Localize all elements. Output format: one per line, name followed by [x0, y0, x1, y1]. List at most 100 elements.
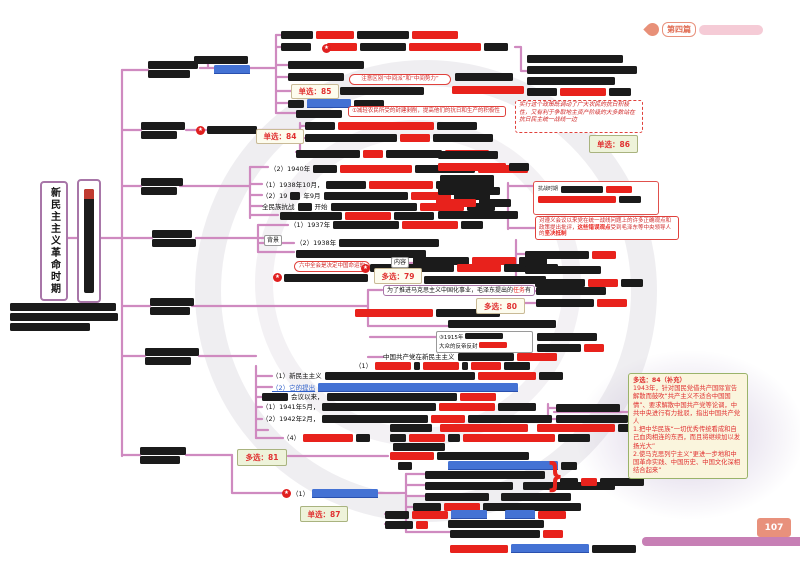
- redacted-text-bar: [140, 447, 186, 455]
- task-box: 为了推进马克思主义中国化事业，毛泽东提出的任务有: [383, 285, 536, 296]
- redacted-highlight-bar: [416, 521, 428, 529]
- redacted-text-bar: [385, 521, 413, 529]
- header-logo: 第四篇: [643, 20, 763, 39]
- redacted-text-bar: [288, 61, 364, 69]
- link-text[interactable]: （2）它的提出: [272, 383, 316, 392]
- content-row: [390, 424, 640, 432]
- redacted-link-bar[interactable]: [451, 510, 487, 519]
- redacted-text-bar: [262, 393, 288, 401]
- content-row: [425, 471, 545, 479]
- content-row: [140, 447, 186, 455]
- content-row: [525, 266, 601, 274]
- redacted-text-bar: [330, 203, 417, 211]
- visible-text: （1）1938年10月，: [262, 181, 324, 189]
- redacted-link-bar[interactable]: [307, 99, 351, 108]
- redacted-text-bar: [448, 520, 544, 528]
- content-row: 抗战时期: [538, 186, 633, 193]
- redacted-text-bar: [527, 66, 637, 74]
- star-badge-icon: ★: [196, 126, 205, 135]
- redacted-text-bar: [561, 186, 604, 193]
- redacted-link-bar[interactable]: [318, 383, 519, 392]
- redacted-highlight-bar: [303, 434, 354, 442]
- content-row: [413, 257, 547, 265]
- redacted-highlight-bar: [592, 251, 616, 259]
- content-row: [538, 196, 641, 203]
- redacted-text-bar: [340, 87, 424, 95]
- redacted-text-bar: [390, 424, 432, 432]
- redacted-highlight-bar: [355, 309, 433, 317]
- level2-node-redacted[interactable]: [77, 179, 101, 303]
- redacted-text-bar: [461, 221, 484, 229]
- redacted-text-bar: [504, 362, 531, 370]
- redacted-link-bar[interactable]: [312, 489, 379, 498]
- redacted-link-bar[interactable]: [505, 510, 535, 519]
- redacted-text-bar: [140, 456, 180, 464]
- content-row: [148, 70, 190, 78]
- question-badge: 多选：79: [374, 268, 422, 284]
- redacted-text-bar: [425, 471, 545, 479]
- content-row: 全民族抗战开始: [262, 203, 495, 211]
- content-row: （1）: [292, 489, 379, 498]
- redacted-link-bar[interactable]: [214, 65, 250, 74]
- redacted-highlight-bar: [363, 150, 383, 158]
- redacted-text-bar: [152, 230, 192, 238]
- section-label: 内容: [391, 257, 410, 268]
- content-row: （1）: [355, 362, 531, 370]
- redacted-text-bar: [438, 187, 500, 195]
- logo-subtitle-blur: [699, 24, 763, 35]
- redacted-text-bar: [288, 73, 344, 81]
- content-row: [150, 298, 194, 306]
- note-bubble-liuzhong: 六中全会是决定中国命运的: [294, 261, 370, 272]
- redacted-link-bar[interactable]: [448, 461, 558, 470]
- note-1915-line1: ③1915年: [439, 335, 464, 341]
- visible-text: （4）: [283, 434, 301, 442]
- content-row: [425, 493, 571, 501]
- redacted-highlight-bar: [412, 510, 448, 519]
- redacted-highlight-bar: [438, 163, 506, 171]
- redacted-text-bar: [527, 88, 557, 96]
- redacted-highlight-bar: [409, 43, 481, 51]
- chapter-label: 第四篇: [662, 22, 696, 37]
- redacted-text-bar: [281, 31, 313, 39]
- content-row: （2）1942年2月，: [262, 415, 553, 423]
- redacted-text-bar: [448, 320, 556, 328]
- redacted-highlight-bar: [419, 203, 464, 211]
- visible-text: （1）: [292, 489, 310, 498]
- question-badge: 单选：87: [300, 506, 348, 522]
- redacted-text-bar: [393, 443, 445, 451]
- redacted-text-bar: [462, 362, 469, 370]
- spacer: [435, 428, 437, 429]
- content-row: [560, 478, 644, 486]
- redacted-text-bar: [592, 544, 636, 553]
- note-dashed-policy: 实行这个政策既调动了广大农民的抗日积极性，又有利于争取地主资产阶级的大多数站在抗…: [515, 100, 643, 133]
- redacted-text-bar: [609, 88, 631, 96]
- redacted-text-bar: [436, 309, 500, 317]
- redacted-text-bar: [141, 178, 183, 186]
- duiyi-highlight-2: 坚决抵制: [544, 231, 567, 237]
- redacted-text-bar: [440, 175, 494, 183]
- redacted-highlight-bar: [345, 212, 391, 220]
- redacted-text-bar: [322, 415, 429, 423]
- star-badge-icon: ★: [322, 44, 331, 53]
- star-badge-icon: ★: [361, 264, 370, 273]
- redacted-highlight-bar: [369, 181, 434, 189]
- star-badge-icon: ★: [273, 273, 282, 282]
- content-row: [556, 404, 620, 412]
- redacted-link-bar[interactable]: [511, 544, 589, 553]
- content-row: [281, 43, 508, 51]
- root-node[interactable]: 新民主主义革命时期: [40, 181, 68, 301]
- redacted-highlight-bar: [400, 134, 430, 142]
- content-row: [448, 520, 544, 528]
- redacted-text-bar: [339, 239, 440, 247]
- redacted-text-bar: [207, 126, 257, 134]
- redacted-text-bar: [556, 415, 628, 423]
- redacted-text-bar: [145, 357, 191, 365]
- redacted-text-bar: [357, 31, 409, 39]
- redacted-text-bar: [536, 299, 594, 307]
- content-row: [440, 175, 494, 183]
- redacted-text-bar: [424, 276, 546, 284]
- redacted-text-bar: [525, 251, 589, 259]
- redacted-text-bar: [433, 134, 493, 142]
- content-row: [556, 415, 628, 423]
